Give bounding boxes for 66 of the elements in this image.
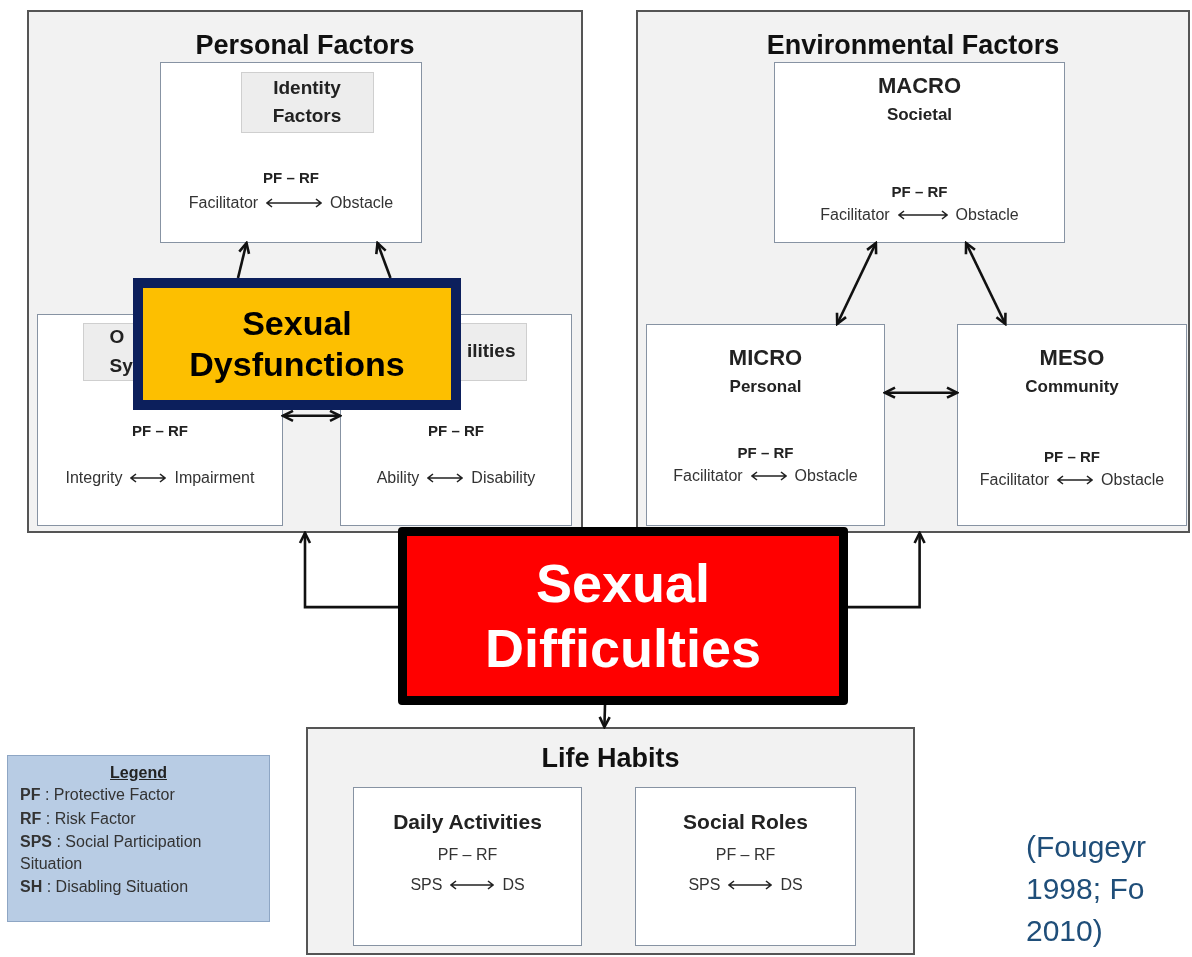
level-box [774,62,1065,243]
level-box [957,324,1187,526]
legend-entry: SH : Disabling Situation [20,877,189,898]
pair-text: SPS [688,876,721,894]
legend-entry: SPS : Social Participation Situation [20,832,203,874]
factor-label: PF – RF [437,846,498,864]
pair-text: Facilitator [979,471,1050,489]
legend-entry: PF : Protective Factor [20,785,175,805]
level-subtitle: Societal [886,105,953,125]
arrow [835,241,878,326]
arrow [375,241,392,279]
habit-box [635,787,856,946]
level-title: MICRO [728,345,803,371]
pair-text: Obstacle [955,206,1019,224]
habit-box [353,787,582,946]
level-box [646,324,885,526]
callout-text: Sexual Dysfunctions [188,303,406,385]
factor-label: PF – RF [891,183,948,200]
pair-text: Obstacle [1101,471,1165,489]
pair-text: DS [780,876,803,894]
arrow [298,531,398,609]
arrow [883,386,959,399]
arrow [964,241,1007,326]
factor-label: PF – RF [715,846,776,864]
arrow [598,704,611,729]
habit-title: Social Roles [683,810,808,834]
group-title: Personal Factors [195,30,415,61]
tag-text: O Sy [109,325,134,378]
level-title: MESO [1039,345,1105,371]
tag-text: ilities [466,339,516,364]
habit-title: Daily Activities [393,810,542,834]
legend-box [7,755,270,922]
legend-title: Legend [110,764,167,782]
pair-text: Obstacle [794,467,858,485]
pair-text: Facilitator [820,206,890,224]
header-tag [240,71,374,133]
callout-text: Sexual Difficulties [483,552,762,680]
pair-text: Facilitator [673,467,743,485]
pair-text: Obstacle [330,194,394,212]
tag-text: Identity Factors [271,75,343,128]
level-title: MACRO [877,73,962,99]
arrow [281,409,342,423]
factor-label: PF – RF [132,422,188,439]
pair-text: SPS [410,876,443,894]
arrow [236,241,251,279]
factor-label: PF – RF [428,422,484,439]
arrow [848,531,926,609]
group-title: Life Habits [541,743,680,774]
pair-text: Ability [376,469,420,487]
citation-text: (Fougeyr 1998; Fo 2010) [1026,829,1148,949]
pair-text: Disability [471,469,536,487]
group-panel [306,727,915,955]
factor-box [160,62,422,243]
callout-box [398,527,848,705]
pair-text: DS [502,876,525,894]
group-title: Environmental Factors [766,30,1060,61]
legend-entry: RF : Risk Factor [20,808,136,829]
factor-label: PF – RF [263,169,319,186]
factor-label: PF – RF [737,444,794,461]
factor-label: PF – RF [1044,448,1100,465]
level-subtitle: Personal [729,377,802,397]
pair-text: Impairment [174,469,255,487]
pair-text: Integrity [65,469,123,487]
group-panel [636,10,1190,533]
pair-text: Facilitator [188,194,259,212]
level-subtitle: Community [1025,377,1119,397]
